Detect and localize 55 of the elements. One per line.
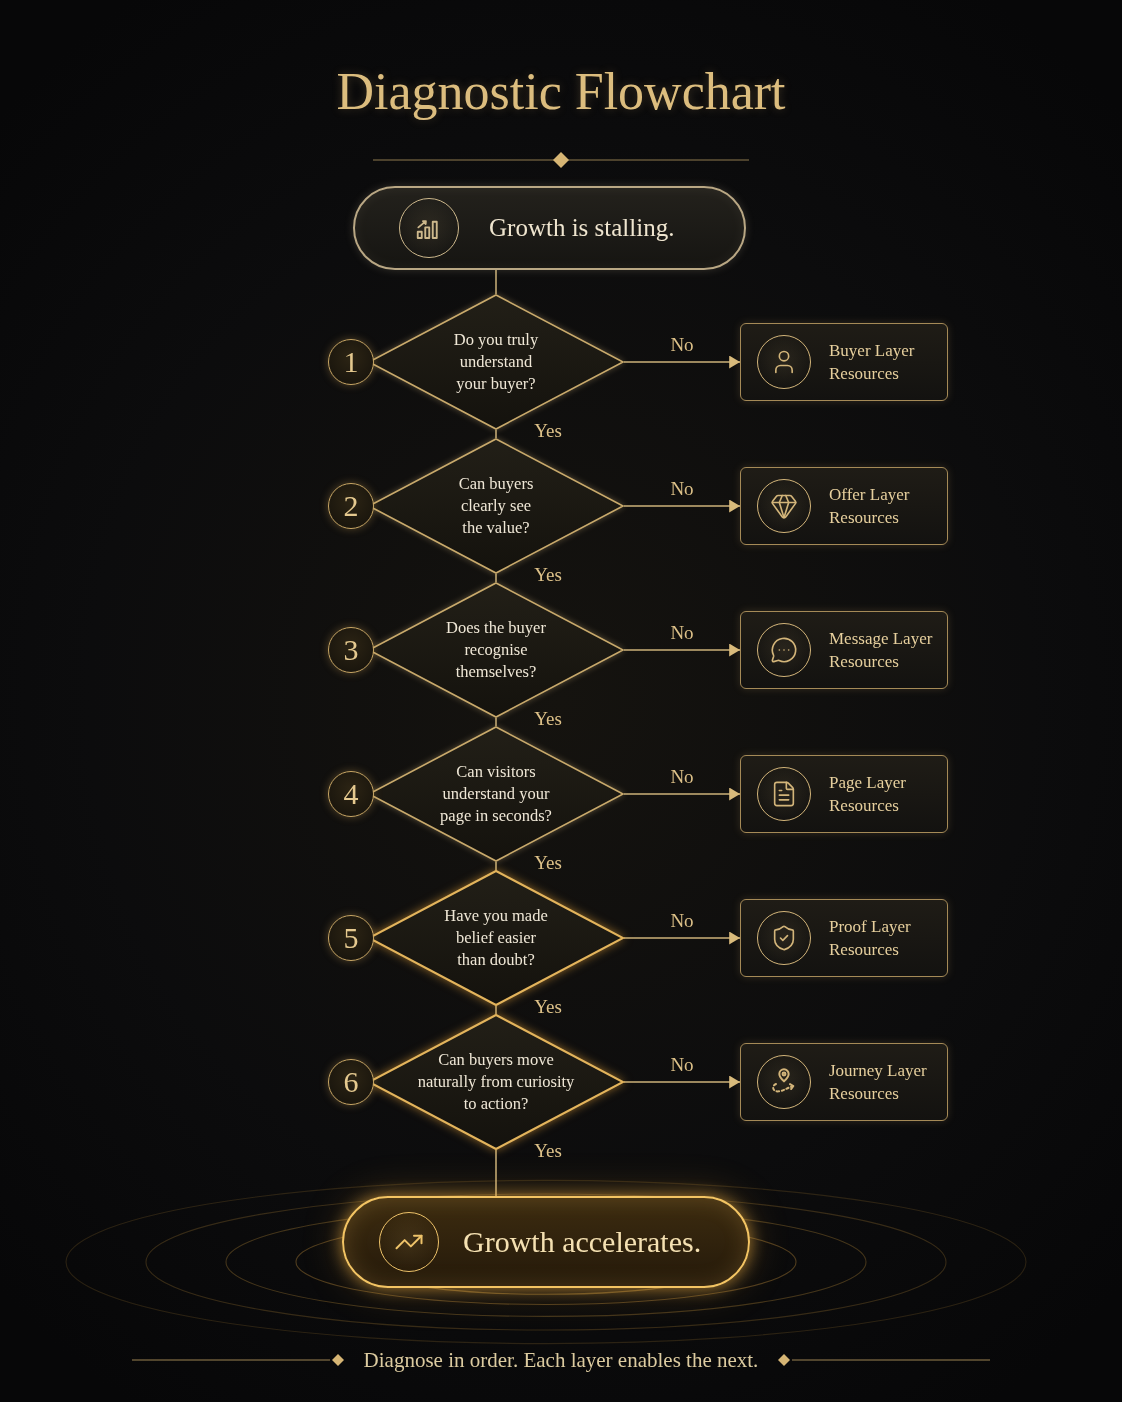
step-number-circle: 5	[328, 915, 374, 961]
edge-label: Yes	[534, 852, 562, 874]
connector-line	[495, 573, 497, 583]
arrow	[623, 355, 741, 369]
step-number-circle: 6	[328, 1059, 374, 1105]
edge-label: Yes	[534, 564, 562, 586]
edge-label: No	[670, 478, 694, 500]
resource-box	[740, 1043, 948, 1121]
question-text: Can buyers clearly see the value?	[457, 473, 535, 539]
resource-label: Journey Layer Resources	[829, 1060, 928, 1105]
question-text: Can buyers move naturally from curiosity to action?	[416, 1049, 576, 1115]
step-number-circle: 4	[328, 771, 374, 817]
resource-label: Offer Layer Resources	[829, 484, 911, 529]
resource-box	[740, 611, 948, 689]
question-text: Have you made belief easier than doubt?	[443, 905, 549, 971]
arrow	[623, 499, 741, 513]
edge-label: Yes	[534, 996, 562, 1018]
resource-box	[740, 755, 948, 833]
connector-line	[495, 429, 497, 439]
question-text: Can visitors understand your page in seconds?	[439, 761, 553, 827]
edge-label: No	[670, 766, 694, 788]
arrow	[623, 787, 741, 801]
caption: Diagnose in order. Each layer enables the next.	[363, 1347, 759, 1374]
end-pill	[342, 1196, 750, 1288]
connector-line	[495, 1149, 497, 1197]
end-label: Growth accelerates.	[463, 1225, 702, 1259]
edge-label: No	[670, 910, 694, 932]
step-number-circle: 3	[328, 627, 374, 673]
edge-label: No	[670, 622, 694, 644]
edge-label: No	[670, 1054, 694, 1076]
resource-box	[740, 323, 948, 401]
resource-box	[740, 467, 948, 545]
resource-label: Page Layer Resources	[829, 772, 907, 817]
edge-label: No	[670, 334, 694, 356]
connector-line	[495, 1005, 497, 1015]
edge-label: Yes	[534, 420, 562, 442]
resource-box	[740, 899, 948, 977]
question-text: Do you truly understand your buyer?	[452, 329, 540, 395]
step-number-circle: 1	[328, 339, 374, 385]
step-number-circle: 2	[328, 483, 374, 529]
question-text: Does the buyer recognise themselves?	[445, 617, 547, 683]
arrow	[623, 643, 741, 657]
connector-line	[495, 269, 497, 295]
resource-label: Buyer Layer Resources	[829, 340, 916, 385]
arrow	[623, 1075, 741, 1089]
resource-label: Proof Layer Resources	[829, 916, 912, 961]
arrow	[623, 931, 741, 945]
edge-label: Yes	[534, 708, 562, 730]
resource-label: Message Layer Resources	[829, 628, 934, 673]
start-pill	[353, 186, 746, 270]
connector-line	[495, 717, 497, 727]
start-label: Growth is stalling.	[489, 214, 675, 242]
connector-line	[495, 861, 497, 871]
title: Diagnostic Flowchart	[335, 62, 787, 122]
edge-label: Yes	[534, 1140, 562, 1162]
